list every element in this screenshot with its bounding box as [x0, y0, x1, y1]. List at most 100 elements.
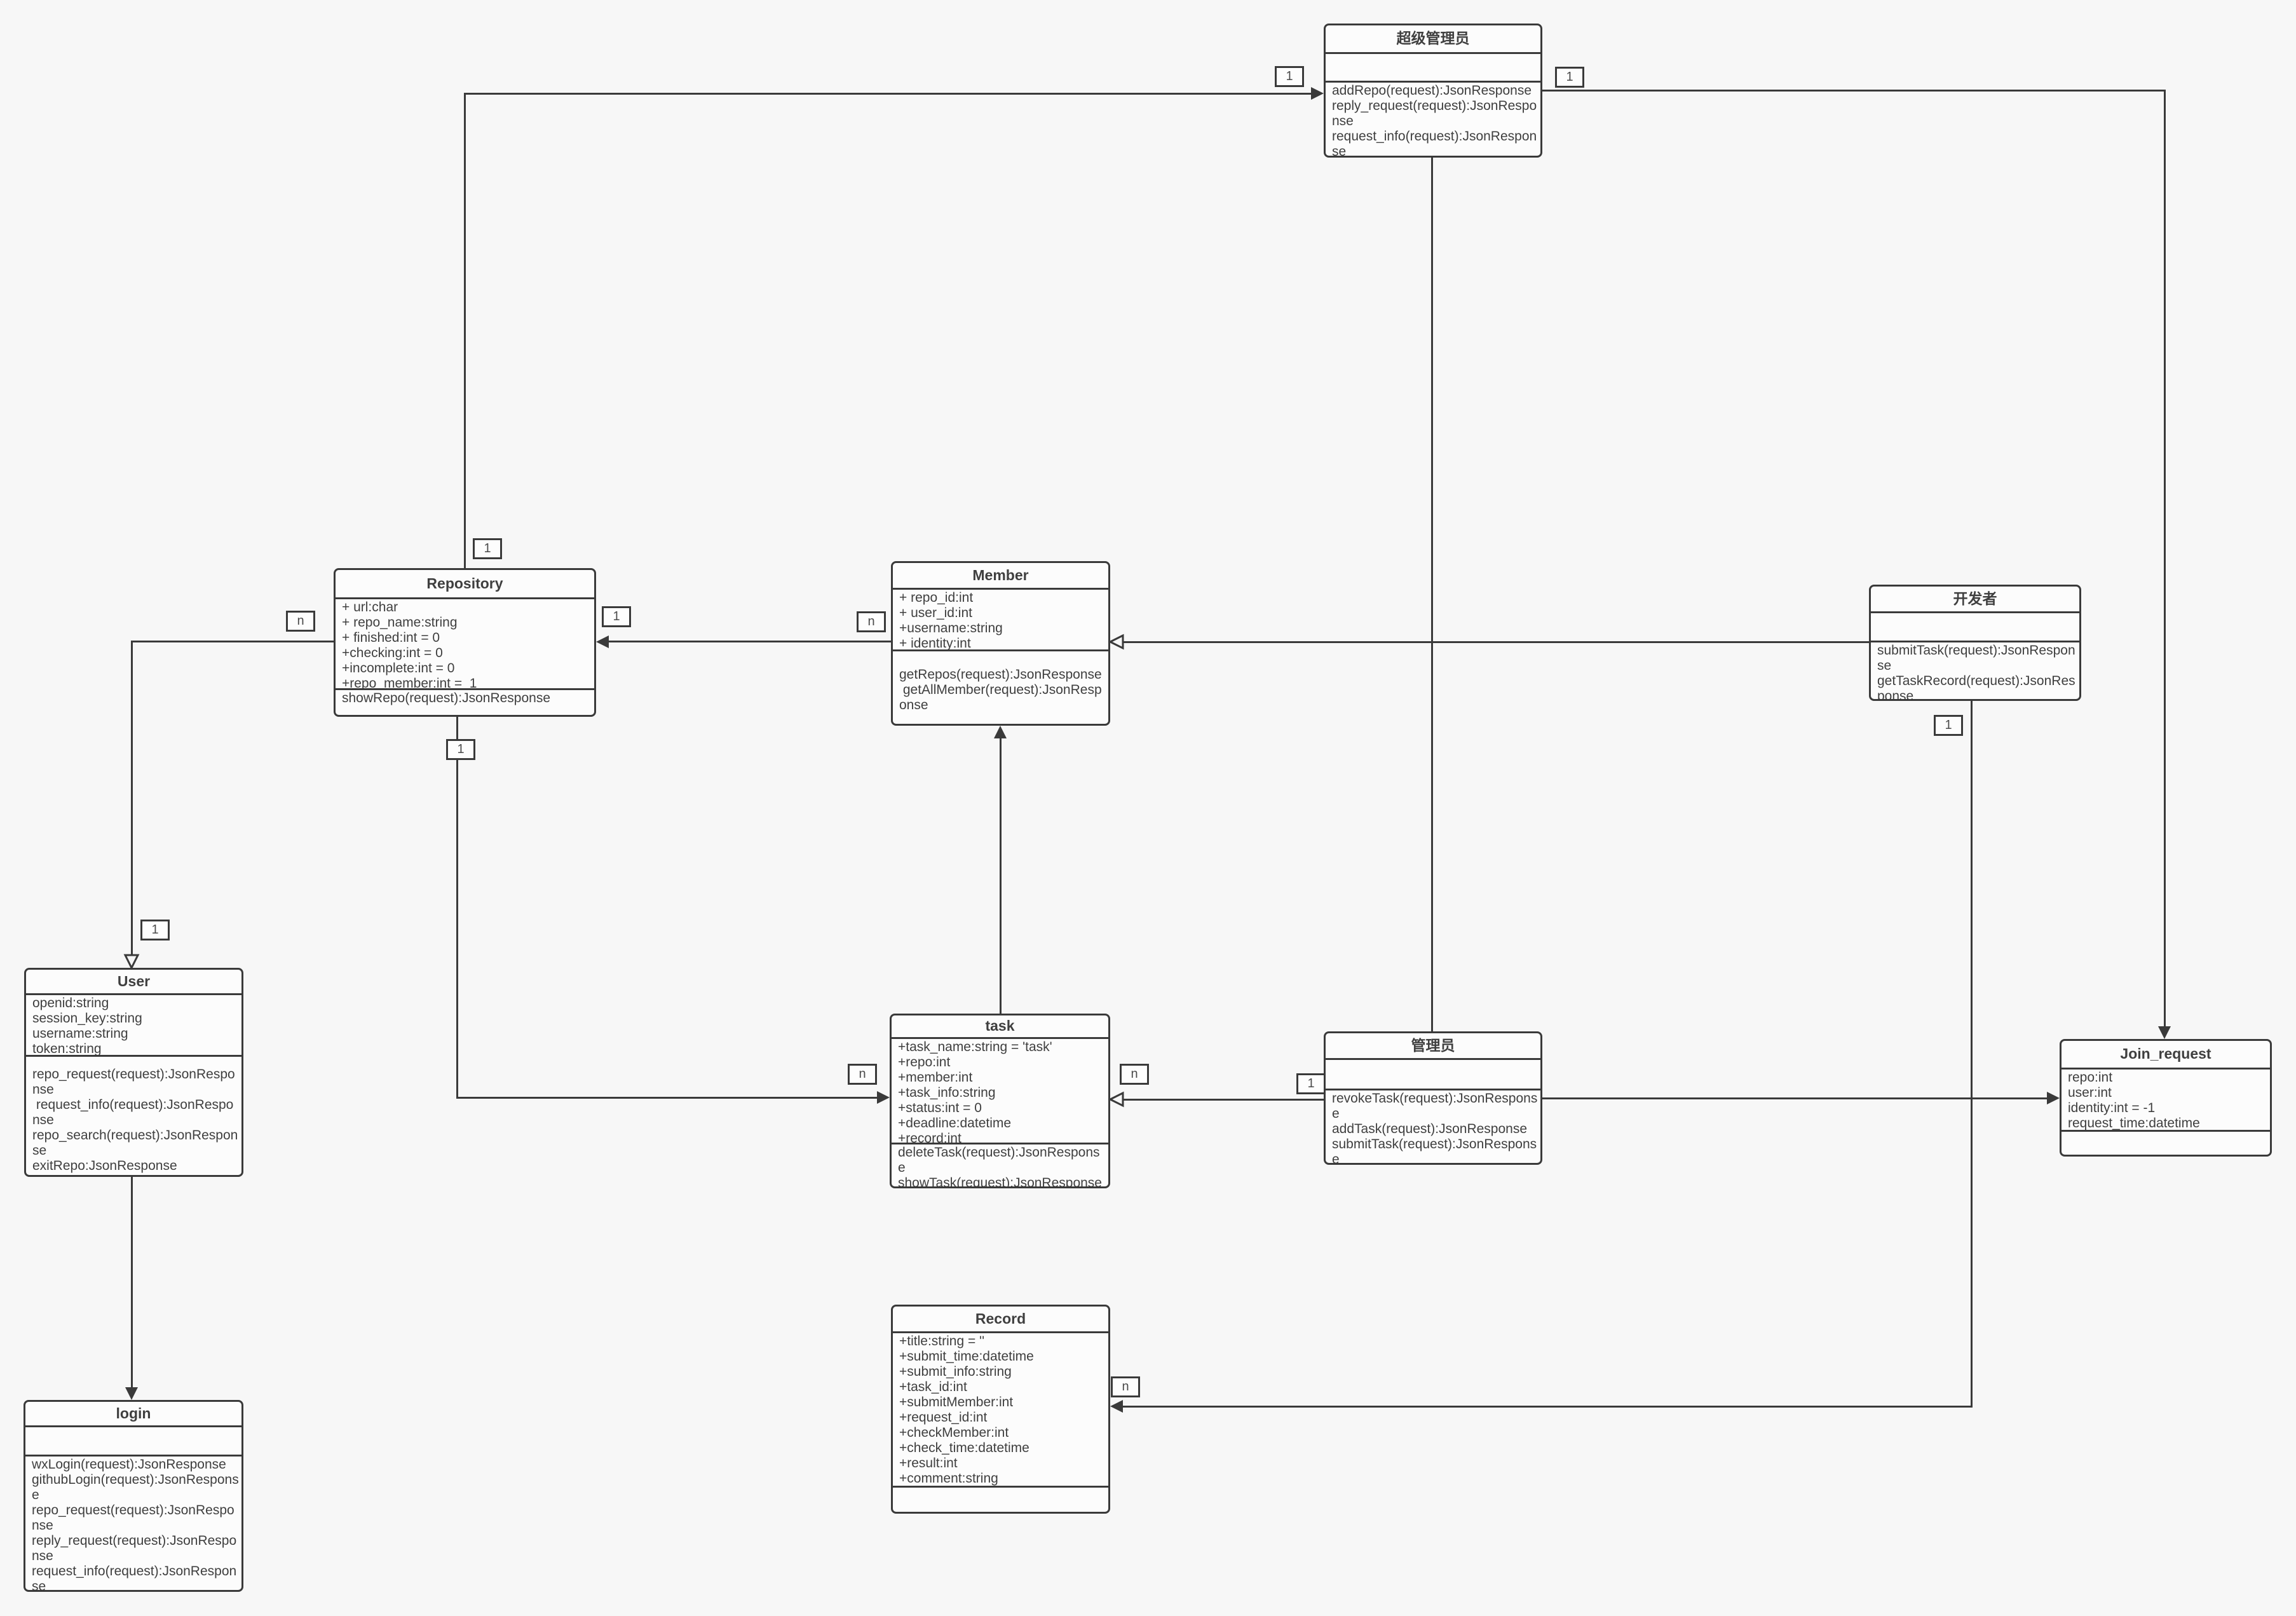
association-arrowhead — [2047, 1092, 2060, 1104]
method-row: request_info(request):JsonResponse — [32, 1097, 234, 1127]
attribute-row: +repo:int — [898, 1055, 951, 1069]
edge-repository-user-segment — [131, 641, 336, 642]
attribute-row: + identity:int — [899, 636, 971, 651]
method-row: githubLogin(request):JsonResponse — [32, 1472, 239, 1502]
attribute-row: +result:int — [899, 1456, 958, 1470]
class-methods-record — [893, 1488, 1108, 1512]
class-attributes-member: + repo_id:int+ user_id:int+username:stri… — [893, 590, 1108, 651]
class-box-member[interactable]: Member+ repo_id:int+ user_id:int+usernam… — [891, 561, 1110, 726]
attribute-row: +check_time:datetime — [899, 1441, 1029, 1455]
multiplicity-label: 1 — [1275, 66, 1304, 87]
attribute-row: identity:int = -1 — [2068, 1101, 2156, 1115]
attribute-row: token:string — [32, 1042, 102, 1056]
attribute-row: +member:int — [898, 1070, 973, 1085]
generalization-arrowhead — [123, 954, 140, 970]
class-title-task: task — [892, 1015, 1108, 1039]
attribute-row: + repo_id:int — [899, 590, 974, 605]
class-attributes-developer — [1871, 613, 2079, 642]
class-attributes-admin — [1326, 1060, 1540, 1090]
method-row: getTaskRecord(request):JsonResponse — [1877, 674, 2075, 699]
class-box-record[interactable]: Record+title:string = ''+submit_time:dat… — [891, 1305, 1110, 1514]
attribute-row: +checking:int = 0 — [342, 646, 443, 660]
method-row: repo_search(request):JsonResponse — [32, 1128, 238, 1158]
class-title-super-admin: 超级管理员 — [1326, 25, 1540, 54]
method-row: deleteTask(request):JsonResponse — [898, 1145, 1100, 1175]
class-title-user: User — [26, 970, 241, 995]
attribute-row: +repo_member:int = 1 — [342, 676, 477, 690]
method-row: addRepo(request):JsonResponse — [1332, 83, 1532, 98]
class-attributes-record: +title:string = ''+submit_time:datetime+… — [893, 1333, 1108, 1488]
class-methods-join-request — [2062, 1132, 2270, 1155]
class-methods-user: repo_request(request):JsonResponse reque… — [26, 1057, 241, 1175]
attribute-row: +task_name:string = 'task' — [898, 1040, 1052, 1054]
edge-repository-superadmin-segment — [464, 93, 1314, 95]
method-row: showTask(request):JsonResponse — [898, 1176, 1102, 1186]
attribute-row: session_key:string — [32, 1011, 142, 1026]
class-title-repository: Repository — [336, 570, 594, 599]
attribute-row: +checkMember:int — [899, 1425, 1009, 1440]
class-title-admin: 管理员 — [1326, 1033, 1540, 1060]
edge-admin-joinrequest-segment — [1542, 1097, 2051, 1099]
edge-developer-record-segment — [1971, 701, 1973, 1408]
method-row: request_info(request):JsonResponse — [1332, 129, 1537, 156]
method-row: submitTask(request):JsonResponse — [1332, 1137, 1537, 1163]
method-row: revokeTask(request):JsonResponse — [1332, 1091, 1538, 1121]
attribute-row: request_time:datetime — [2068, 1116, 2200, 1131]
method-row: getRepos(request):JsonResponse — [899, 667, 1102, 682]
attribute-row: +comment:string — [899, 1471, 998, 1486]
multiplicity-label: n — [1111, 1376, 1140, 1397]
method-row: repo_request(request):JsonResponse — [32, 1503, 234, 1533]
class-methods-member: getRepos(request):JsonResponse getAllMem… — [893, 651, 1108, 724]
multiplicity-label: n — [1120, 1064, 1149, 1085]
method-row: reply_request(request):JsonResponse — [1332, 98, 1537, 128]
method-row: showRepo(request):JsonResponse — [342, 691, 551, 705]
attribute-row: +submitMember:int — [899, 1395, 1014, 1409]
association-arrowhead — [596, 635, 609, 648]
class-title-member: Member — [893, 563, 1108, 590]
attribute-row: +submit_time:datetime — [899, 1349, 1034, 1364]
attribute-row: + finished:int = 0 — [342, 630, 440, 645]
association-arrowhead — [1110, 1400, 1123, 1413]
attribute-row: repo:int — [2068, 1070, 2113, 1085]
edge-admin-task-segment — [1122, 1099, 1324, 1101]
attribute-row: +incomplete:int = 0 — [342, 661, 455, 676]
attribute-row: +submit_info:string — [899, 1364, 1012, 1379]
multiplicity-label: 1 — [1555, 67, 1584, 88]
edge-repository-task-segment — [456, 717, 458, 1099]
class-box-task[interactable]: task+task_name:string = 'task'+repo:int+… — [890, 1014, 1110, 1188]
multiplicity-label: n — [848, 1064, 877, 1085]
association-arrowhead — [877, 1091, 890, 1104]
attribute-row: + url:char — [342, 600, 398, 614]
multiplicity-label: 1 — [140, 920, 170, 940]
multiplicity-label: 1 — [446, 739, 475, 760]
method-row: getAllMember(request):JsonResponse — [899, 682, 1102, 712]
attribute-row: +deadline:datetime — [898, 1116, 1012, 1131]
attribute-row: + repo_name:string — [342, 615, 458, 630]
edge-repository-superadmin-segment — [464, 93, 466, 568]
class-attributes-login — [25, 1427, 241, 1456]
generalization-arrowhead — [1108, 634, 1124, 650]
association-arrowhead — [125, 1387, 138, 1400]
class-title-login: login — [25, 1402, 241, 1427]
attribute-row: +task_id:int — [899, 1380, 967, 1394]
edge-repository-user-segment — [131, 641, 133, 956]
attribute-row: +username:string — [899, 621, 1003, 635]
association-arrowhead — [1311, 87, 1324, 100]
attribute-row: username:string — [32, 1026, 128, 1041]
class-box-repository[interactable]: Repository+ url:char+ repo_name:string+ … — [334, 568, 596, 717]
multiplicity-label: n — [857, 611, 886, 632]
attribute-row: +request_id:int — [899, 1410, 988, 1425]
